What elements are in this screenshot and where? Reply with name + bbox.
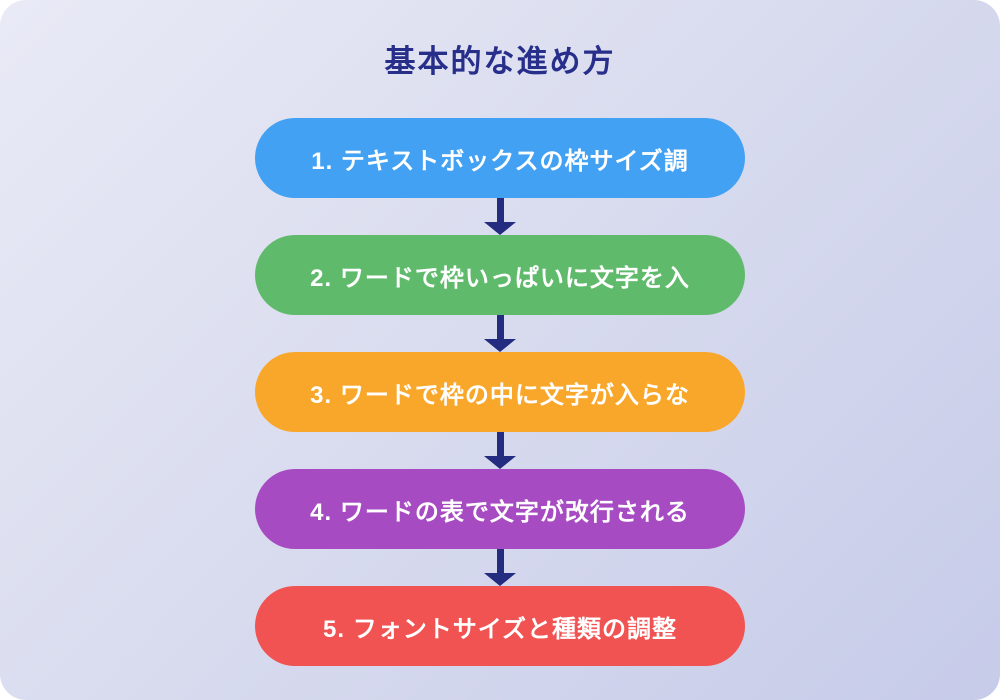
flowchart: 1. テキストボックスの枠サイズ調 2. ワードで枠いっぱいに文字を入 3. ワ… xyxy=(255,118,745,666)
flow-step-2: 2. ワードで枠いっぱいに文字を入 xyxy=(255,235,745,315)
flow-step-4-label: 4. ワードの表で文字が改行される xyxy=(310,498,690,526)
arrow-head-icon xyxy=(484,573,516,586)
flow-step-5-label: 5. フォントサイズと種類の調整 xyxy=(323,615,677,643)
arrow-line xyxy=(496,198,504,222)
arrow-head-icon xyxy=(484,222,516,235)
flow-step-2-label: 2. ワードで枠いっぱいに文字を入 xyxy=(310,264,690,292)
arrow-line xyxy=(496,432,504,456)
down-arrow xyxy=(484,432,516,469)
down-arrow xyxy=(484,198,516,235)
flow-step-1: 1. テキストボックスの枠サイズ調 xyxy=(255,118,745,198)
arrow-head-icon xyxy=(484,339,516,352)
page-title: 基本的な進め方 xyxy=(384,44,616,79)
arrow-line xyxy=(496,549,504,573)
arrow-head-icon xyxy=(484,456,516,469)
arrow-line xyxy=(496,315,504,339)
flow-step-1-label: 1. テキストボックスの枠サイズ調 xyxy=(311,147,689,175)
flow-step-3: 3. ワードで枠の中に文字が入らな xyxy=(255,352,745,432)
flow-step-3-label: 3. ワードで枠の中に文字が入らな xyxy=(310,381,690,409)
down-arrow xyxy=(484,549,516,586)
flow-step-4: 4. ワードの表で文字が改行される xyxy=(255,469,745,549)
down-arrow xyxy=(484,315,516,352)
flow-step-5: 5. フォントサイズと種類の調整 xyxy=(255,586,745,666)
